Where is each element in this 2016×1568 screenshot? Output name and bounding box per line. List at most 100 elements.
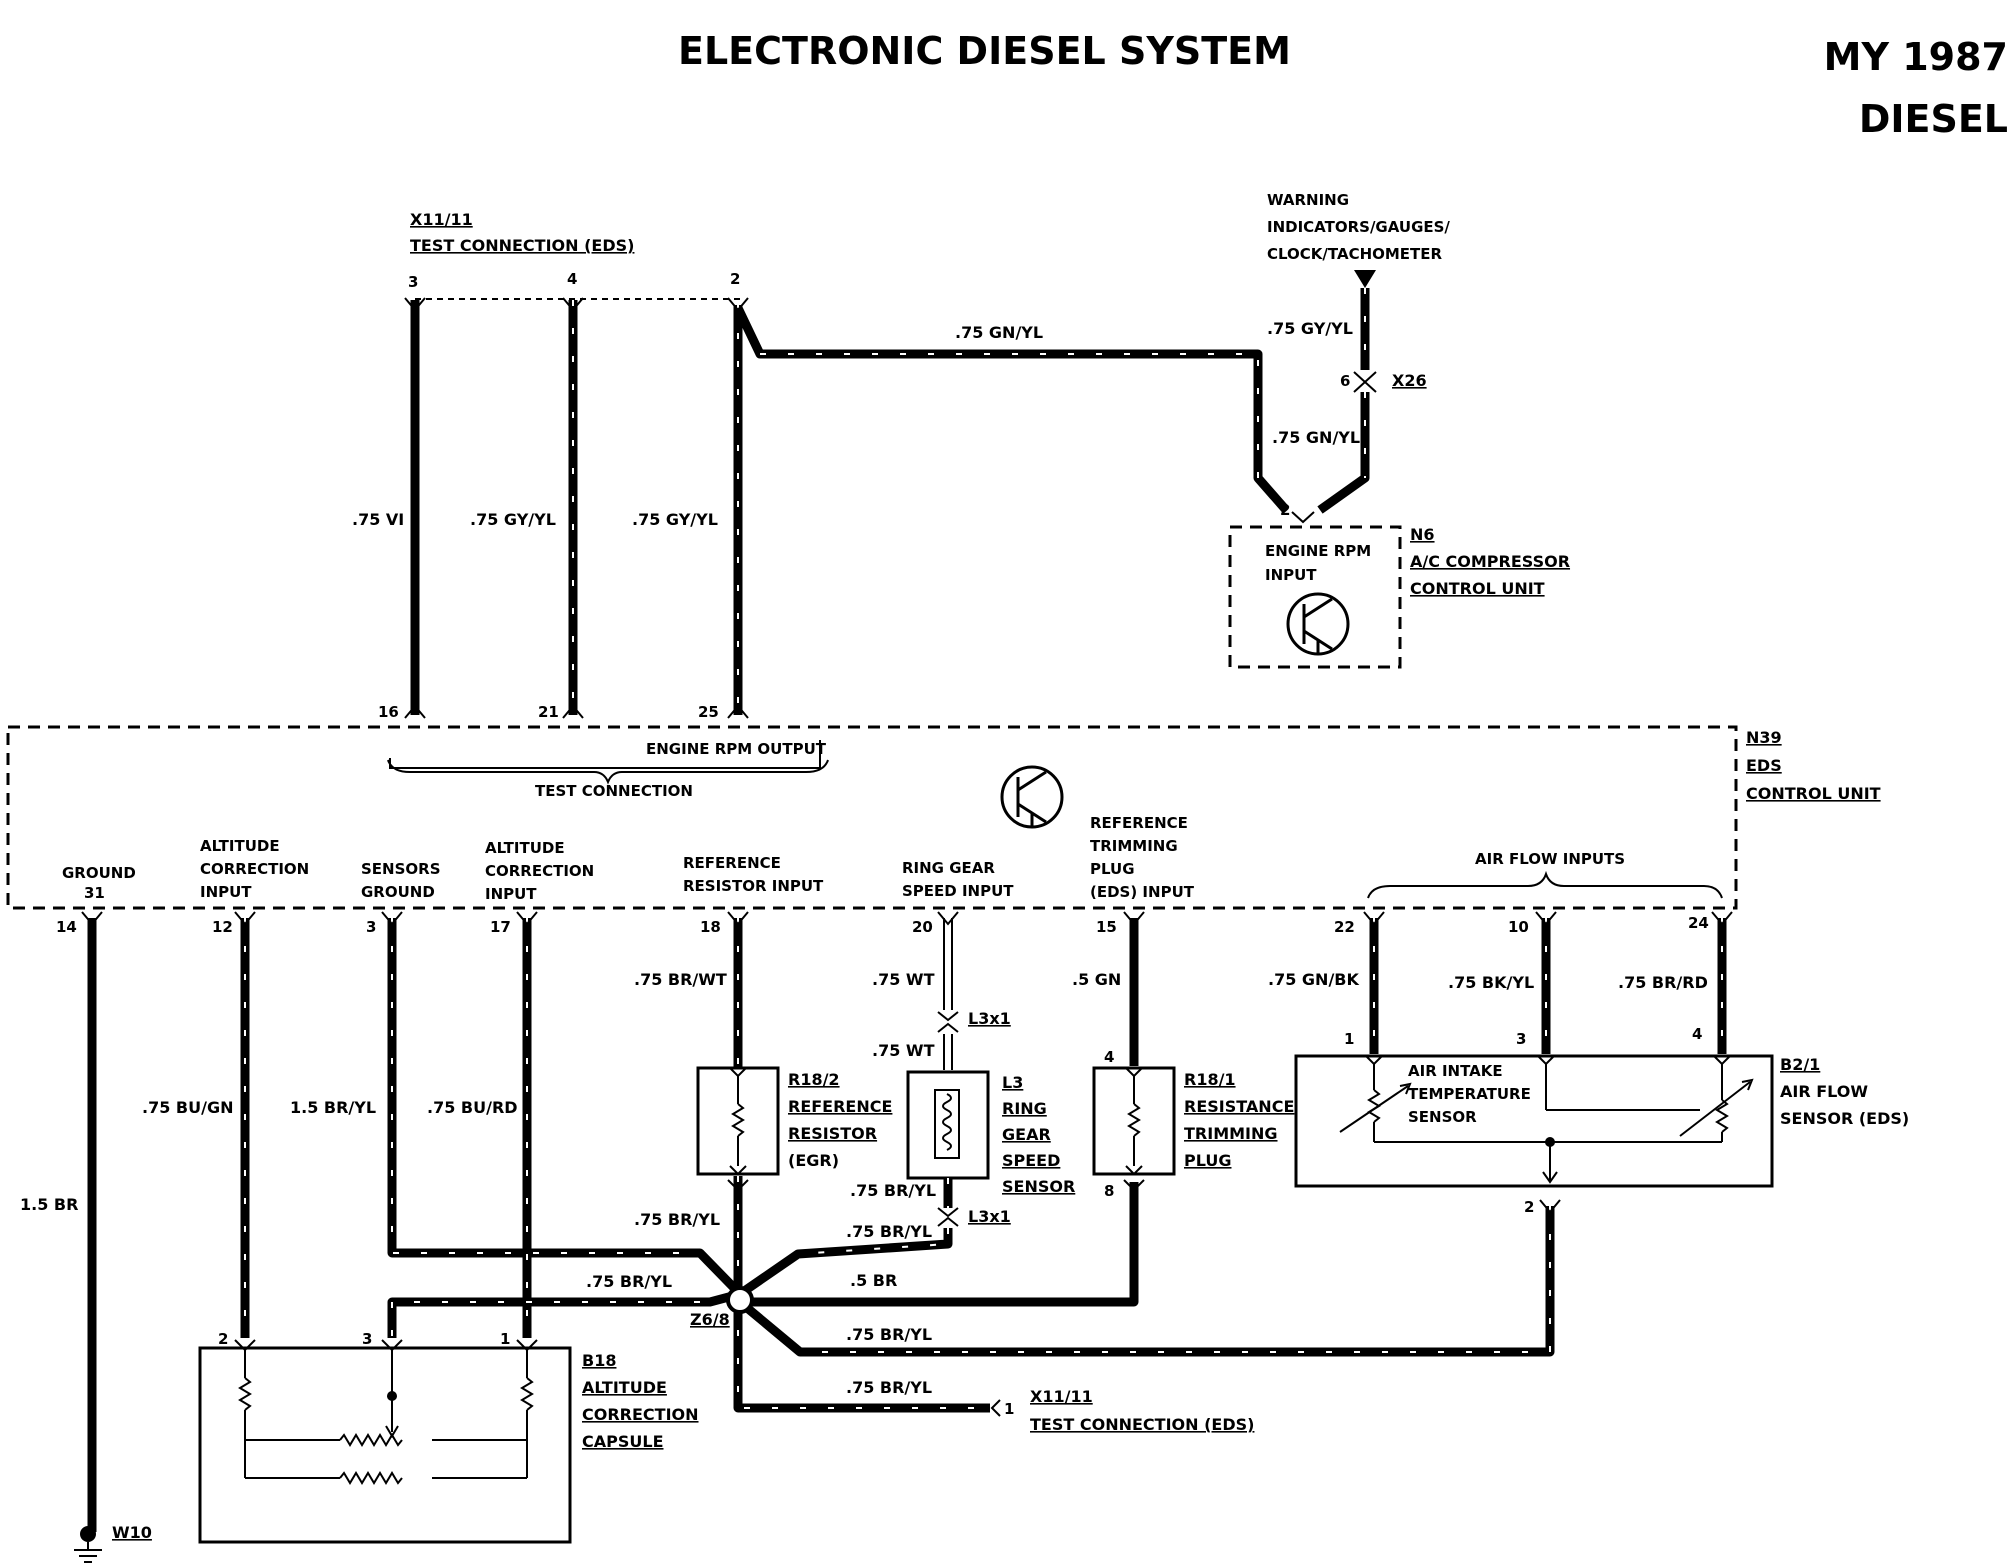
r18-2-name-3: (EGR)	[788, 1151, 839, 1170]
ground-symbol-icon	[74, 1542, 102, 1563]
wire-label-gnbk: .75 GN/BK	[1268, 970, 1359, 989]
x11-top-name: TEST CONNECTION (EDS)	[410, 236, 634, 255]
ecu-ground-label-2: 31	[84, 884, 105, 902]
ecu-ref-resistor-label-2: RESISTOR INPUT	[683, 877, 824, 895]
wire-label-brwt: .75 BR/WT	[634, 970, 727, 989]
n6-control-unit-outline	[1228, 525, 1402, 669]
wire-label-gn5: .5 GN	[1072, 970, 1121, 989]
pin-e15: 15	[1096, 918, 1117, 936]
b18-name-2: CORRECTION	[582, 1405, 699, 1424]
b18-name-1: ALTITUDE	[582, 1378, 667, 1397]
b18-name-3: CAPSULE	[582, 1432, 664, 1451]
test-connection-bracket	[387, 759, 829, 785]
wire-gyyl-b	[727, 297, 749, 719]
ecu-altitude17-label-3: INPUT	[485, 885, 537, 903]
pin-e22: 22	[1334, 918, 1355, 936]
wire-label-gnyl-n6: .75 GN/YL	[1272, 428, 1360, 447]
pin-b18-3: 3	[362, 1330, 372, 1348]
ecu-altitude12-label-3: INPUT	[200, 883, 252, 901]
l3x1-id-top: L3x1	[968, 1009, 1011, 1028]
pin-b2-3: 3	[1516, 1030, 1526, 1048]
r18-1-id: R18/1	[1184, 1070, 1236, 1089]
pin-e10: 10	[1508, 918, 1529, 936]
b2-1-name-1: AIR FLOW	[1780, 1082, 1868, 1101]
wire-br5	[740, 1179, 1145, 1307]
wire-label-burd: .75 BU/RD	[427, 1098, 518, 1117]
l3-coil-icon	[934, 1089, 960, 1159]
engine-rpm-output-label: ENGINE RPM OUTPUT	[646, 740, 827, 758]
pin-b2-4: 4	[1692, 1025, 1702, 1043]
wire-bkyl	[1535, 911, 1557, 1054]
wire-label-wt-a: .75 WT	[872, 970, 935, 989]
wire-gnbk	[1363, 911, 1385, 1054]
l3-sensor-outline	[906, 1070, 990, 1180]
wire-br-ground	[80, 911, 103, 1542]
r18-2-name-2: RESISTOR	[788, 1124, 877, 1143]
n6-input-label-2: INPUT	[1265, 566, 1317, 584]
wire-label-br5: .5 BR	[850, 1271, 897, 1290]
warning-label-1: WARNING	[1267, 191, 1349, 209]
pin-n6-2: 2	[1280, 501, 1290, 519]
wire-bugn	[234, 911, 256, 1338]
n39-control-unit-outline	[6, 725, 1738, 910]
wire-vi	[404, 297, 426, 719]
wire-gyyl-a	[562, 297, 584, 719]
wire-bryl-b2	[737, 1199, 1561, 1357]
ecu-ref-trim-label-3: PLUG	[1090, 860, 1135, 878]
wire-label-gyyl-warn: .75 GY/YL	[1267, 319, 1353, 338]
wire-label-bkyl: .75 BK/YL	[1448, 973, 1534, 992]
wire-label-bugn: .75 BU/GN	[142, 1098, 233, 1117]
ecu-air-flow-inputs-label: AIR FLOW INPUTS	[1475, 850, 1625, 868]
wire-bryl-l3	[737, 1178, 959, 1298]
l3-id: L3	[1002, 1073, 1023, 1092]
wire-gn5	[1123, 911, 1145, 1066]
n6-name-1: A/C COMPRESSOR	[1410, 552, 1570, 571]
pin-b2-1: 1	[1344, 1030, 1354, 1048]
wire-bryl-x11	[733, 1302, 1001, 1417]
ecu-ring-gear-label-2: SPEED INPUT	[902, 882, 1014, 900]
wire-label-bryl-15: 1.5 BR/YL	[290, 1098, 376, 1117]
warning-label-3: CLOCK/TACHOMETER	[1267, 245, 1443, 263]
engine-type: DIESEL	[1859, 97, 2008, 141]
pin-e12: 12	[212, 918, 233, 936]
wire-gnyl-n6	[1317, 392, 1370, 514]
pin-e16: 16	[378, 703, 399, 721]
pin-r18-1-4: 4	[1104, 1048, 1114, 1066]
b2-1-inner-label-3: SENSOR	[1408, 1108, 1477, 1126]
pin-b18-2: 2	[218, 1330, 228, 1348]
wire-wt-shielded	[937, 911, 959, 1070]
b2-1-inner-label-1: AIR INTAKE	[1408, 1062, 1503, 1080]
ecu-sensors-ground-label-1: SENSORS	[361, 860, 441, 878]
pin-x26-6: 6	[1340, 372, 1350, 390]
wire-bryl-b18	[387, 1289, 742, 1338]
l3-name-3: SPEED	[1002, 1151, 1060, 1170]
wire-label-bryl-l3b: .75 BR/YL	[846, 1222, 932, 1241]
wire-label-bryl-l3a: .75 BR/YL	[850, 1181, 936, 1200]
r18-1-name-2: TRIMMING	[1184, 1124, 1278, 1143]
n39-id: N39	[1746, 728, 1782, 747]
ecu-altitude12-label-2: CORRECTION	[200, 860, 309, 878]
x11-bottom-name: TEST CONNECTION (EDS)	[1030, 1415, 1254, 1434]
l3-name-4: SENSOR	[1002, 1177, 1075, 1196]
page-title: ELECTRONIC DIESEL SYSTEM	[678, 29, 1291, 73]
b2-1-inner-label-2: TEMPERATURE	[1408, 1085, 1531, 1103]
r18-1-name-3: PLUG	[1184, 1151, 1231, 1170]
pin-e14: 14	[56, 918, 77, 936]
wire-label-bryl-x11: .75 BR/YL	[846, 1378, 932, 1397]
ecu-ref-trim-label-1: REFERENCE	[1090, 814, 1188, 832]
b18-capsule-outline	[198, 1346, 572, 1544]
x26-connector	[1353, 371, 1377, 393]
pin-e3: 3	[366, 918, 376, 936]
ecu-altitude17-label-1: ALTITUDE	[485, 839, 565, 857]
l3-name-2: GEAR	[1002, 1125, 1051, 1144]
warning-label-2: INDICATORS/GAUGES/	[1267, 218, 1450, 236]
wire-label-br-ground: 1.5 BR	[20, 1195, 78, 1214]
r18-2-id: R18/2	[788, 1070, 840, 1089]
ecu-altitude17-label-2: CORRECTION	[485, 862, 594, 880]
warning-arrow-icon	[1354, 270, 1376, 288]
pin-e17: 17	[490, 918, 511, 936]
x26-id: X26	[1392, 371, 1427, 390]
b2-1-id: B2/1	[1780, 1055, 1820, 1074]
